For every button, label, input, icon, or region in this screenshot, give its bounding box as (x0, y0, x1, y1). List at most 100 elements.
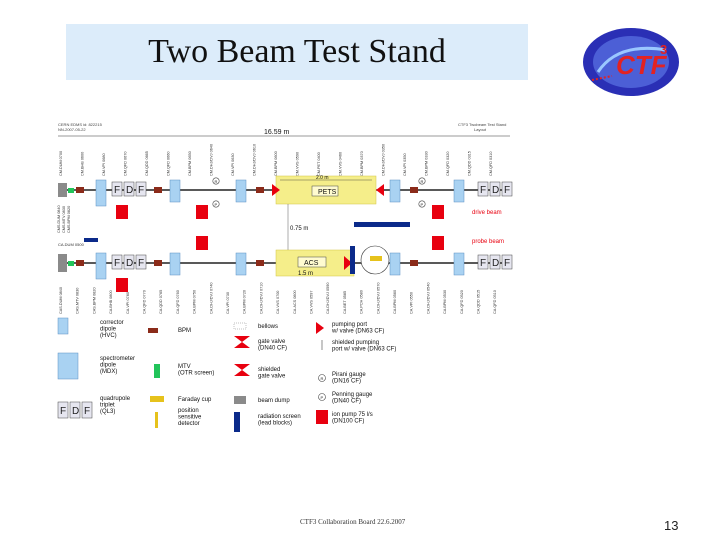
svg-text:D: D (492, 258, 499, 269)
spectrometer-dipole-bottom-left (95, 252, 107, 280)
svg-text:F: F (114, 185, 120, 196)
svg-text:R: R (215, 179, 218, 184)
gate-valve-top-2 (376, 184, 384, 196)
legend-faraday-swatch (150, 396, 164, 402)
quad-triplet-top-right: F D F (477, 181, 513, 197)
ion-pump-top-3 (432, 205, 444, 219)
svg-text:R: R (421, 179, 424, 184)
bottom-label-1: CAS.MTV 0830 (76, 288, 80, 314)
bottom-label-24: CA.QFD 0520 (460, 290, 464, 314)
top-label-1: CM.BHB 0600 (81, 152, 85, 176)
corrector-bottom-1 (169, 252, 181, 276)
bottom-label-2: CAS.BPM 0820 (92, 287, 96, 314)
bottom-label-16: CA.DHJ/DVJ 0590 (326, 283, 330, 314)
svg-text:F: F (504, 185, 510, 196)
bottom-labels-group: CAS.DUM 0840 CAS.MTV 0830 CAS.BPM 0820 CA.B… (59, 283, 497, 314)
legend-ion-pump-swatch (316, 410, 328, 424)
pets-box (311, 185, 339, 197)
page-number: 13 (664, 518, 679, 533)
bottom-label-15: CA.VVS 0597 (310, 291, 314, 314)
bottom-label-23: CA.BPM 0530 (443, 290, 447, 314)
ion-pump-bottom-3 (432, 236, 444, 250)
corrector-top-2 (235, 179, 247, 203)
bottom-label-18: CA.PCH 0580 (360, 290, 364, 314)
legend-corrector-swatch (57, 317, 69, 335)
legend-radiation-swatch (234, 412, 240, 432)
legend-pirani-swatch (318, 374, 326, 382)
left-label-1: CMS.MTV 0830 (62, 206, 66, 233)
gate-valve-top-1 (272, 184, 280, 196)
diagram-header-left-1: CERN EDMS id: 822215 (58, 122, 103, 127)
bottom-label-0: CAS.DUM 0840 (59, 287, 63, 314)
bottom-label-21: CA.VPI 0550 (410, 292, 414, 314)
legend-mtv-swatch (154, 364, 160, 378)
svg-text:F: F (480, 258, 486, 269)
top-label-12: CM.PET 0400 (317, 152, 321, 176)
svg-text:P: P (421, 202, 424, 207)
top-label-6: CM.BPM 0650 (188, 151, 192, 176)
pets-label: PETS (318, 189, 337, 196)
separation-label: 0.75 m (290, 226, 308, 232)
top-label-8: CM.VPI 0630 (231, 153, 235, 176)
top-label-17: CM.BPM 0330 (425, 151, 429, 176)
ion-pump-bottom-2 (196, 236, 208, 250)
quad-triplet-top-left: F D F (111, 181, 147, 197)
bottom-label-19: CA.DHJ/DVJ 0570 (376, 283, 380, 314)
svg-text:D: D (126, 258, 133, 269)
top-label-10: CM.BPM 0600 (274, 151, 278, 176)
probe-beam-label: probe beam (472, 239, 504, 245)
acs-label: ACS (304, 260, 319, 267)
bottom-label-17: CA.BET 0585 (343, 291, 347, 314)
legend-bpm: BPM (178, 328, 191, 334)
svg-text:F: F (480, 185, 486, 196)
top-label-18: CM.QFD 0320 (446, 152, 450, 176)
mtv-bottom (68, 261, 74, 266)
bottom-label-5: CA.QFD 0770 (143, 290, 147, 314)
title-box: Two Beam Test Stand (66, 24, 528, 80)
bottom-label-6: CA.QDD 0765 (159, 290, 163, 314)
beam-dump-bottom (58, 254, 67, 272)
top-label-5: CM.QFD 0660 (167, 152, 171, 176)
bottom-label-25: CA.QDD 0515 (477, 290, 481, 314)
mtv-top (68, 188, 74, 193)
bottom-label-7: CA.QFD 0760 (176, 290, 180, 314)
top-label-4: CM.QDD 0665 (145, 151, 149, 176)
legend-mtv: MTV(OTR screen) (178, 364, 214, 377)
bpm-top-2 (256, 187, 264, 193)
left-label-0: CMS.DUM 0840 (57, 205, 61, 233)
legend-radiation: radiation screen(lead blocks) (258, 414, 301, 427)
legend-shielded-gate-swatch (234, 364, 250, 376)
bottom-label-26: CA.QFD 0510 (493, 290, 497, 314)
legend-faraday: Faraday cup (178, 397, 212, 403)
bpm-bottom-1 (154, 260, 162, 266)
bottom-label-4: CA.VPI 0780 (126, 292, 130, 314)
bottom-label-10: CA.VPI 0730 (226, 292, 230, 314)
top-label-9: CM.DHJ/DVJ 0610 (253, 144, 257, 176)
top-label-3: CM.QFD 0670 (124, 152, 128, 176)
legend-penning: Penning gauge(DN40 CF) (332, 392, 373, 405)
top-label-20: CM.QFD 0310 (489, 152, 493, 176)
logo-text: CTF (616, 50, 668, 80)
diagram-header-left-2: NN-2007-05-22 (58, 127, 86, 132)
left-label-2: CMS.BPM 0820 (67, 206, 71, 233)
ctf3-logo-icon: CTF 3 (583, 28, 679, 96)
top-label-2: CM.VPI 0680 (102, 153, 106, 176)
spectrometer-dipole-top-left (95, 179, 107, 207)
svg-text:R: R (321, 376, 324, 381)
bottom-label-11: CA.BPM 0720 (243, 290, 247, 314)
bottom-label-3: CA.BHB 0800 (109, 290, 113, 314)
beamline-diagram: CERN EDMS id: 822215 NN-2007-05-22 CTF3 … (57, 122, 513, 432)
top-label-14: CM.BPM 0370 (360, 151, 364, 176)
bottom-label-13: CA.VVS 0700 (276, 291, 280, 314)
bpm-left-bottom (76, 260, 84, 266)
bottom-label-14: CA.ACS 0600 (293, 290, 297, 314)
corrector-bottom-3 (389, 252, 401, 276)
bpm-bottom-2 (256, 260, 264, 266)
legend-beam-dump: beam dump (258, 398, 290, 404)
svg-text:F: F (84, 406, 90, 417)
top-label-16: CM.VPI 0350 (403, 153, 407, 176)
